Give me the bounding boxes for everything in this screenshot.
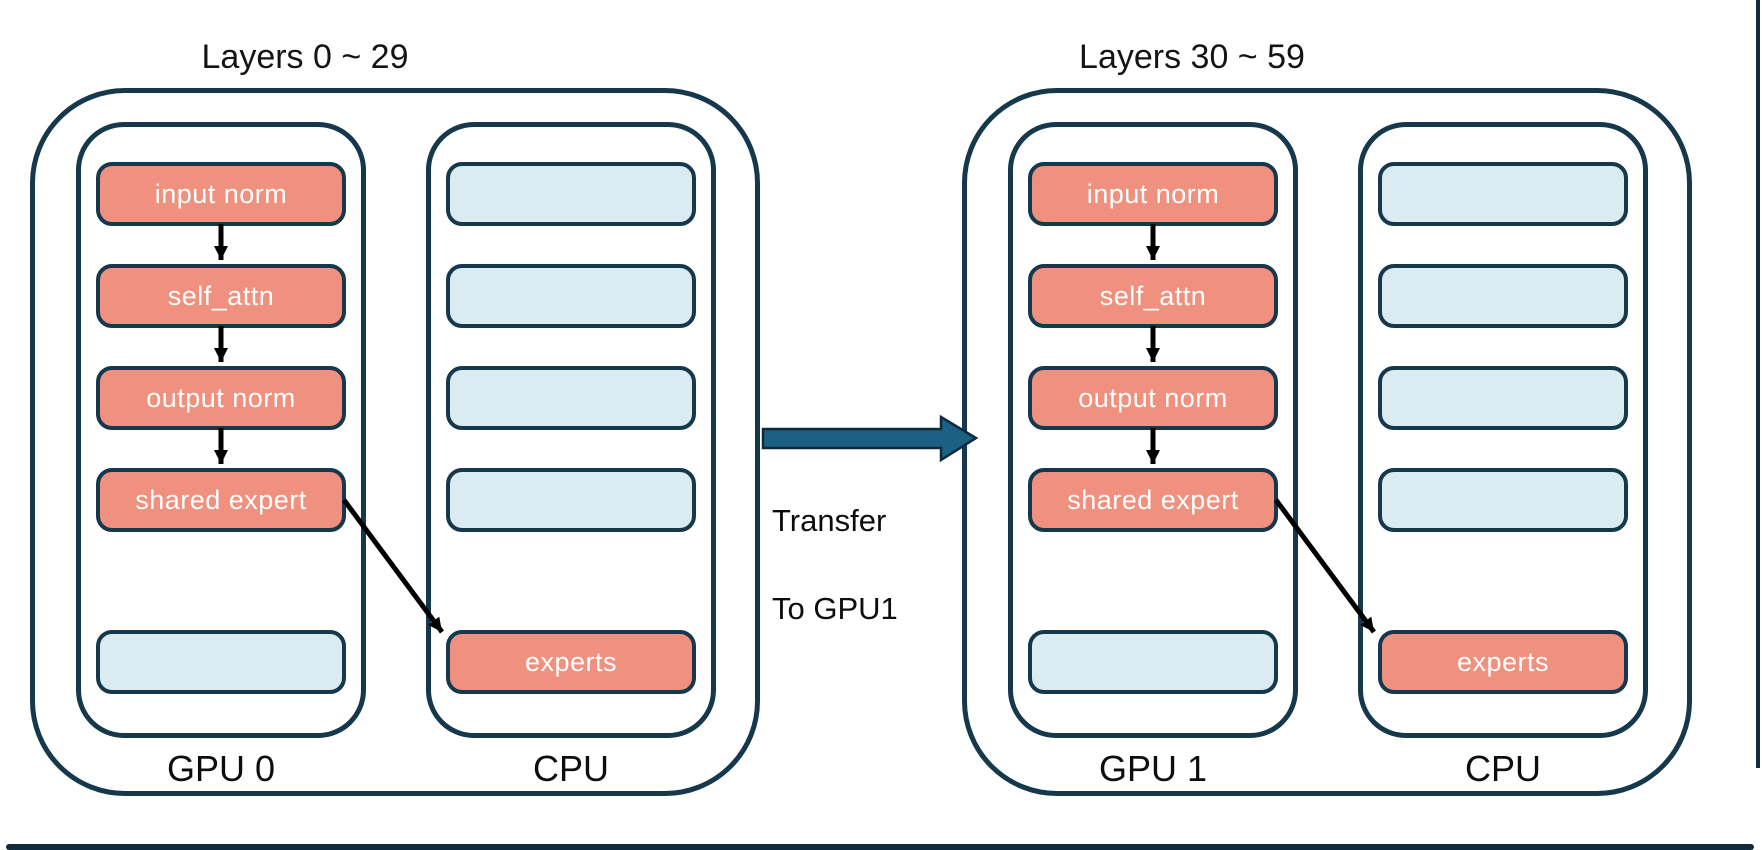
module-box: shared expert (96, 468, 346, 532)
module-box: shared expert (1028, 468, 1278, 532)
transfer-caption-line2: To GPU1 (772, 591, 898, 626)
transfer-caption: Transfer To GPU1 (772, 455, 898, 631)
empty-slot-box (1378, 468, 1628, 532)
slide-frame-right-edge (1756, 0, 1760, 768)
layer-group-0-frame (30, 88, 760, 796)
empty-slot-box (446, 366, 696, 430)
cpu-label-left: CPU (532, 748, 609, 789)
empty-slot-box (446, 264, 696, 328)
module-box: self_attn (96, 264, 346, 328)
module-box: input norm (1028, 162, 1278, 226)
module-box: input norm (96, 162, 346, 226)
cpu-column-right-frame (1358, 122, 1648, 738)
cpu-column-left-frame (426, 122, 716, 738)
right-group-title: Layers 30 ~ 59 (1079, 38, 1305, 76)
module-box: self_attn (1028, 264, 1278, 328)
module-box: experts (1378, 630, 1628, 694)
gpu1-column-frame (1008, 122, 1298, 738)
module-box: experts (446, 630, 696, 694)
transfer-caption-line1: Transfer (772, 503, 887, 538)
empty-slot-box (1378, 264, 1628, 328)
gpu0-column-frame (76, 122, 366, 738)
module-box: output norm (96, 366, 346, 430)
cpu-label-right: CPU (1464, 748, 1541, 789)
empty-slot-box (446, 162, 696, 226)
empty-slot-box (1378, 162, 1628, 226)
empty-slot-box (96, 630, 346, 694)
empty-slot-box (1378, 366, 1628, 430)
slide-frame-bottom-edge (6, 844, 1754, 850)
left-group-title: Layers 0 ~ 29 (201, 38, 409, 76)
gpu0-label: GPU 0 (166, 748, 276, 789)
transfer-arrow-icon (761, 414, 979, 463)
empty-slot-box (1028, 630, 1278, 694)
gpu1-label: GPU 1 (1098, 748, 1208, 789)
module-box: output norm (1028, 366, 1278, 430)
empty-slot-box (446, 468, 696, 532)
